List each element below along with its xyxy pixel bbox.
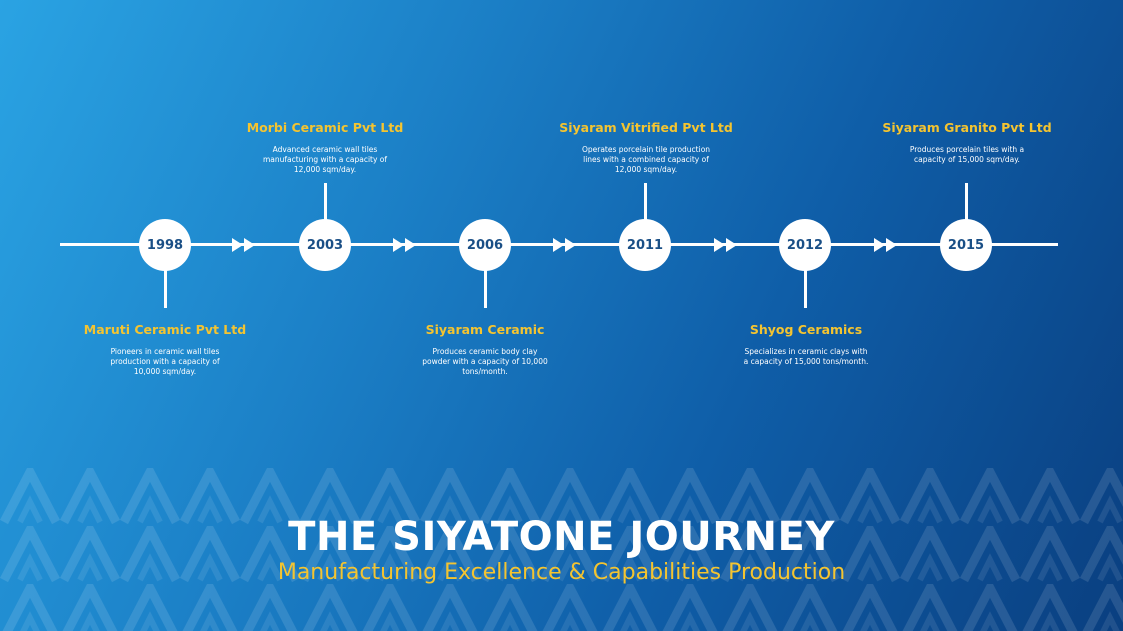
connector-2015 [965,183,968,221]
company-name: Siyaram Granito Pvt Ltd [882,120,1052,135]
page-title: THE SIYATONE JOURNEY [288,514,835,560]
company-description: Produces porcelain tiles with a capacity… [909,145,1025,164]
double-arrow-icon [232,238,255,252]
company-name: Shyog Ceramics [749,322,863,337]
milestone-card-2006: Siyaram Ceramic Produces ceramic body cl… [370,322,600,377]
double-arrow-icon [393,238,416,252]
company-description: Pioneers in ceramic wall tiles productio… [110,347,220,376]
milestone-card-2011: Siyaram Vitrified Pvt Ltd Operates porce… [531,120,761,175]
year-node-1998: 1998 [139,219,191,271]
double-arrow-icon [553,238,576,252]
decorative-pattern-band [0,468,1123,631]
company-name: Siyaram Ceramic [425,322,545,337]
timeline: 1998 2003 2006 2011 2012 2015 Maruti Cer… [50,120,1082,377]
milestone-card-1998: Maruti Ceramic Pvt Ltd Pioneers in ceram… [50,322,280,377]
double-arrow-icon [714,238,737,252]
connector-2006 [484,270,487,308]
company-name: Maruti Ceramic Pvt Ltd [83,322,247,337]
page-subtitle: Manufacturing Excellence & Capabilities … [277,560,846,585]
milestone-card-2012: Shyog Ceramics Specializes in ceramic cl… [691,322,921,367]
connector-2012 [804,270,807,308]
connector-2003 [324,183,327,221]
company-name: Morbi Ceramic Pvt Ltd [246,120,404,135]
company-description: Operates porcelain tile production lines… [581,145,711,174]
milestone-card-2003: Morbi Ceramic Pvt Ltd Advanced ceramic w… [210,120,440,175]
company-description: Advanced ceramic wall tiles manufacturin… [262,145,388,174]
connector-1998 [164,270,167,308]
company-description: Specializes in ceramic clays with a capa… [743,347,869,366]
year-node-2011: 2011 [619,219,671,271]
year-node-2012: 2012 [779,219,831,271]
year-node-2006: 2006 [459,219,511,271]
milestone-card-2015: Siyaram Granito Pvt Ltd Produces porcela… [852,120,1082,165]
year-node-2003: 2003 [299,219,351,271]
double-arrow-icon [874,238,897,252]
company-name: Siyaram Vitrified Pvt Ltd [559,120,733,135]
company-description: Produces ceramic body clay powder with a… [422,347,548,376]
year-node-2015: 2015 [940,219,992,271]
connector-2011 [644,183,647,221]
